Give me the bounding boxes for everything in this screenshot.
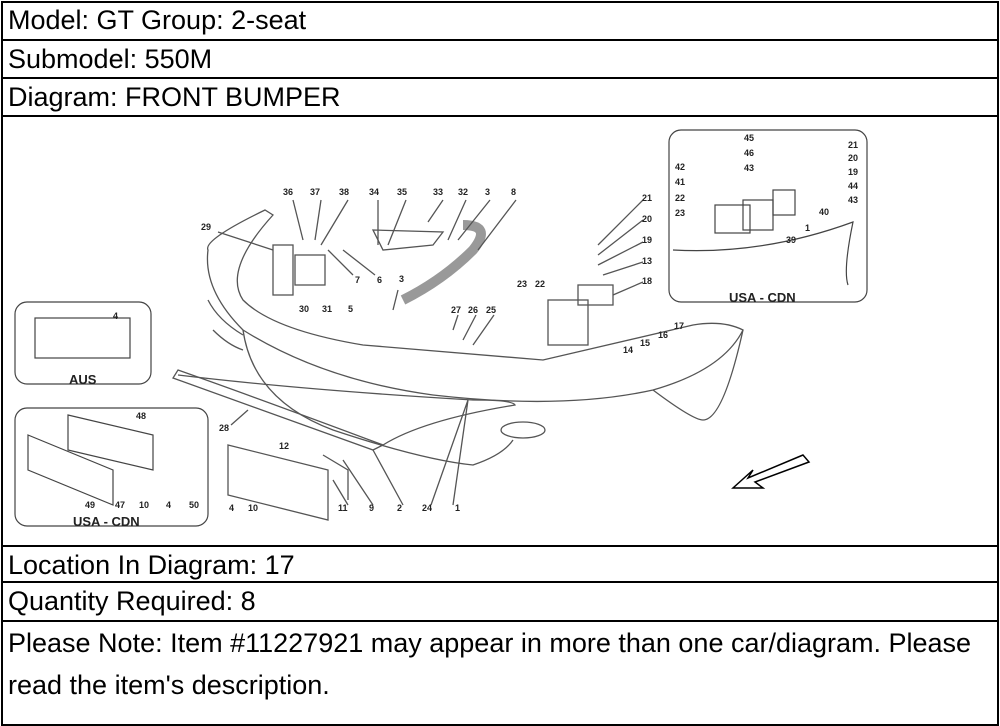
callout: 8 bbox=[511, 187, 516, 197]
callout: 19 bbox=[848, 167, 858, 177]
callout: 42 bbox=[675, 162, 685, 172]
callout: 43 bbox=[744, 163, 754, 173]
aus-label: AUS bbox=[69, 372, 97, 387]
callout: 16 bbox=[658, 330, 668, 340]
aus-inset bbox=[14, 301, 152, 385]
callout: 6 bbox=[377, 275, 382, 285]
callout: 10 bbox=[248, 503, 258, 513]
callout: 27 bbox=[451, 305, 461, 315]
callout: 18 bbox=[642, 276, 652, 286]
callout: 48 bbox=[136, 411, 146, 421]
callout: 20 bbox=[848, 153, 858, 163]
bumper-shell bbox=[206, 209, 744, 403]
callout: 33 bbox=[433, 187, 443, 197]
callout: 39 bbox=[786, 235, 796, 245]
callout: 29 bbox=[201, 222, 211, 232]
callout: 36 bbox=[283, 187, 293, 197]
callout: 31 bbox=[322, 304, 332, 314]
callout: 21 bbox=[848, 140, 858, 150]
callout: 12 bbox=[279, 441, 289, 451]
submodel-row: Submodel: 550M bbox=[3, 41, 997, 79]
callout: 25 bbox=[486, 305, 496, 315]
callout: 32 bbox=[458, 187, 468, 197]
callout: 40 bbox=[819, 207, 829, 217]
callout: 22 bbox=[535, 279, 545, 289]
callout: 13 bbox=[642, 256, 652, 266]
usa-cdn-label: USA - CDN bbox=[729, 290, 796, 305]
callout: 22 bbox=[675, 193, 685, 203]
callout: 7 bbox=[355, 275, 360, 285]
callout: 4 bbox=[229, 503, 234, 513]
callout: 34 bbox=[369, 187, 379, 197]
callout: 23 bbox=[675, 208, 685, 218]
callout: 50 bbox=[189, 500, 199, 510]
callout: 9 bbox=[369, 503, 374, 513]
callout: 23 bbox=[517, 279, 527, 289]
callout: 43 bbox=[848, 195, 858, 205]
callout: 10 bbox=[139, 500, 149, 510]
callout: 30 bbox=[299, 304, 309, 314]
callout: 2 bbox=[397, 503, 402, 513]
usa-bracket-inset bbox=[668, 129, 868, 303]
callout: 1 bbox=[805, 223, 810, 233]
location-row: Location In Diagram: 17 bbox=[3, 545, 997, 583]
callout: 37 bbox=[310, 187, 320, 197]
callout: 47 bbox=[115, 500, 125, 510]
usa-plate-inset bbox=[14, 407, 209, 527]
callout: 3 bbox=[485, 187, 490, 197]
callout: 14 bbox=[623, 345, 633, 355]
callout: 11 bbox=[338, 503, 348, 513]
callout: 35 bbox=[397, 187, 407, 197]
note-text: Please Note: Item #11227921 may appear i… bbox=[8, 628, 972, 700]
plate bbox=[227, 444, 329, 521]
callout: 1 bbox=[455, 503, 460, 513]
callout: 38 bbox=[339, 187, 349, 197]
callout: 20 bbox=[642, 214, 652, 224]
callout: 3 bbox=[399, 274, 404, 284]
grille bbox=[172, 369, 385, 451]
callout: 24 bbox=[422, 503, 432, 513]
usa-cdn-label: USA - CDN bbox=[73, 514, 140, 529]
callout: 45 bbox=[744, 133, 754, 143]
hose bbox=[400, 220, 486, 305]
callout: 4 bbox=[166, 500, 171, 510]
direction-arrow-icon bbox=[731, 454, 811, 489]
callout: 46 bbox=[744, 148, 754, 158]
model-row: Model: GT Group: 2-seat bbox=[3, 2, 997, 41]
callout: 49 bbox=[85, 500, 95, 510]
callout: 44 bbox=[848, 181, 858, 191]
callout: 4 bbox=[113, 311, 118, 321]
callout: 17 bbox=[674, 321, 684, 331]
callout: 26 bbox=[468, 305, 478, 315]
callout: 15 bbox=[640, 338, 650, 348]
callout: 19 bbox=[642, 235, 652, 245]
diagram-title-row: Diagram: FRONT BUMPER bbox=[3, 79, 997, 117]
callout: 28 bbox=[219, 423, 229, 433]
callout: 21 bbox=[642, 193, 652, 203]
callout: 41 bbox=[675, 177, 685, 187]
callout: 5 bbox=[348, 304, 353, 314]
front-bumper-diagram: 36 37 38 34 35 33 32 3 8 29 7 6 5 30 31 … bbox=[14, 129, 868, 529]
quantity-row: Quantity Required: 8 bbox=[3, 583, 997, 622]
